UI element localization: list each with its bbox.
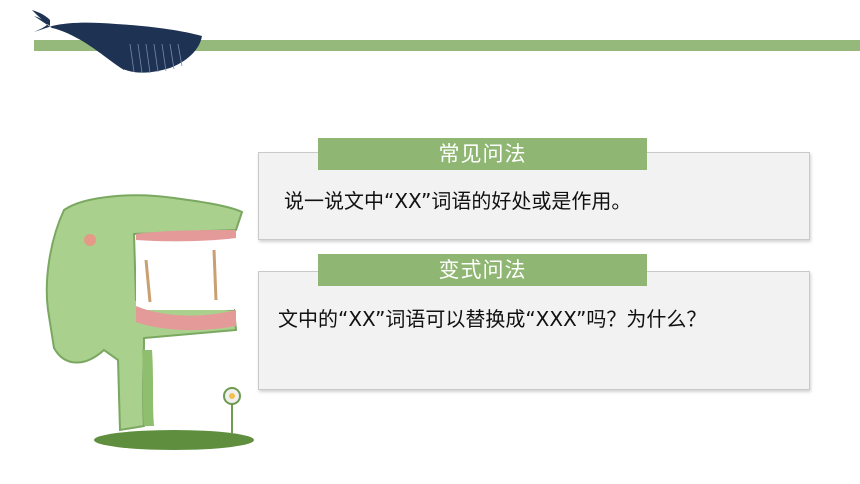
crocodile-icon [45,194,254,450]
card-tag-1: 常见问法 [318,138,647,170]
whale-icon [32,10,202,74]
card-text-2: 文中的“XX”词语可以替换成“XXX”吗？为什么？ [278,307,707,331]
top-decor-bar [34,40,860,51]
card-text-1: 说一说文中“XX”词语的好处或是作用。 [284,189,632,213]
card-tag-2: 变式问法 [318,254,647,286]
